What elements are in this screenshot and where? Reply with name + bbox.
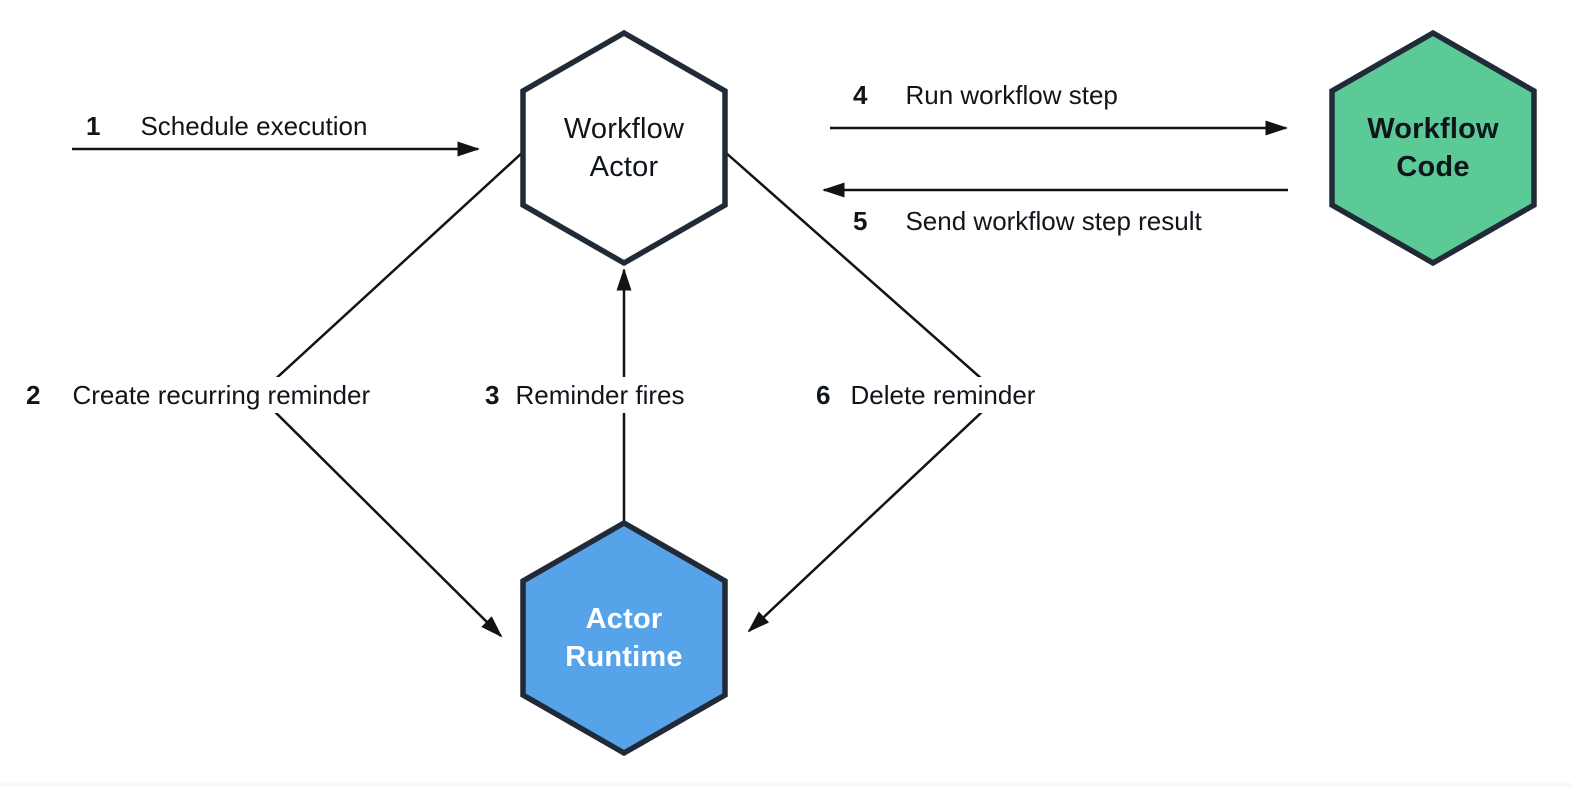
node-workflow-code-hexagon xyxy=(1329,29,1537,267)
bottom-strip xyxy=(0,782,1571,787)
edge-number: 3 xyxy=(485,380,500,410)
edge-text: Schedule execution xyxy=(140,111,368,141)
edge-1-label: 1 Schedule execution xyxy=(78,108,376,144)
edge-6-label: 6 Delete reminder xyxy=(808,377,1044,413)
edge-number: 1 xyxy=(86,111,101,141)
edge-text: Reminder fires xyxy=(515,380,685,410)
node-workflow-actor-hexagon xyxy=(520,29,728,267)
edge-text: Delete reminder xyxy=(850,380,1036,410)
edge-2-label: 2 Create recurring reminder xyxy=(18,377,379,413)
edge-number: 5 xyxy=(853,206,868,236)
edge-number: 6 xyxy=(816,380,831,410)
edge-4-label: 4 Run workflow step xyxy=(845,77,1126,113)
edge-text: Run workflow step xyxy=(905,80,1118,110)
edge-text: Send workflow step result xyxy=(905,206,1202,236)
edge-number: 2 xyxy=(26,380,41,410)
node-actor-runtime-hexagon xyxy=(520,519,728,757)
edge-number: 4 xyxy=(853,80,868,110)
edge-3-label: 3 Reminder fires xyxy=(477,377,693,413)
edge-text: Create recurring reminder xyxy=(72,380,371,410)
edge-5-label: 5 Send workflow step result xyxy=(845,203,1210,239)
